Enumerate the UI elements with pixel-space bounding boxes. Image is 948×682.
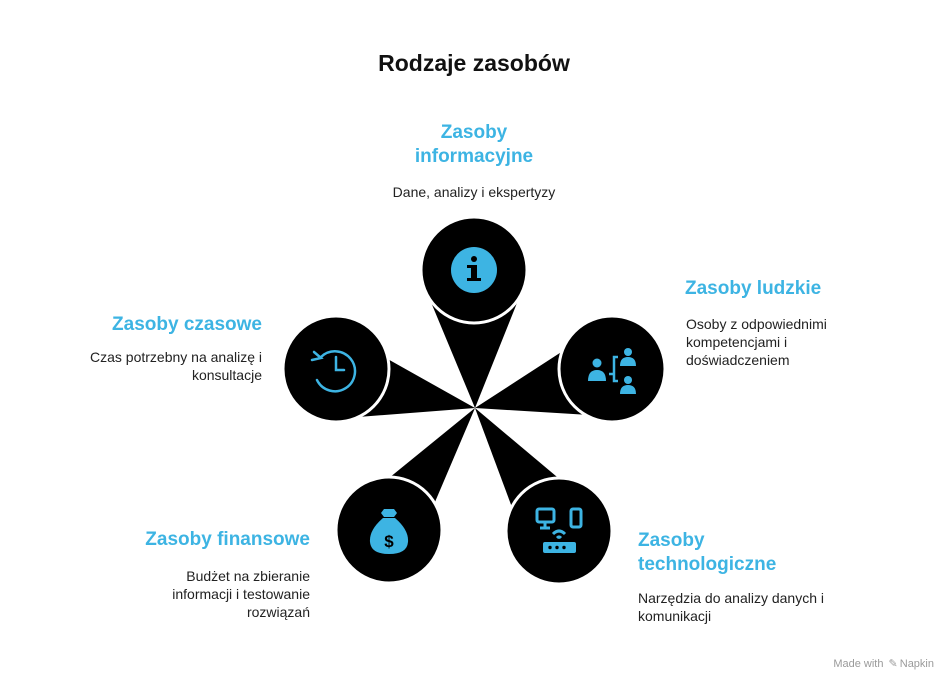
petal-informacyjne [419,215,529,408]
heading-line: Zasoby finansowe [145,529,310,550]
desc-line: rozwiązań [246,604,310,620]
diagram-title: Rodzaje zasobów [378,50,570,76]
svg-text:$: $ [384,532,394,551]
petal-ludzkie [475,314,667,424]
petal-technologiczne [475,408,614,586]
desc-line: doświadczeniem [686,352,790,368]
heading-line: Zasoby ludzkie [685,278,822,299]
desc-line: informacji i testowanie [172,586,310,602]
desc-line: kompetencjami i [686,334,788,350]
desc-line: Narzędzia do analizy danych i [638,590,824,606]
desc-finansowe: Budżet na zbieranie informacji i testowa… [60,567,310,621]
desc-line: Dane, analizy i ekspertyzy [392,184,556,200]
devices-router-icon [535,507,583,553]
petal-finansowe [334,408,475,585]
desc-line: komunikacji [638,608,712,624]
heading-line: Zasoby czasowe [112,314,262,335]
heading-line: technologiczne [638,554,777,575]
desc-czasowe: Czas potrzebny na analizę i konsultacje [12,348,262,384]
heading-line: Zasoby [638,530,705,551]
heading-finansowe: Zasoby finansowe [60,528,310,552]
desc-ludzkie: Osoby z odpowiednimi kompetencjami i doś… [686,315,926,369]
napkin-brand: Napkin [899,658,934,670]
desc-line: Czas potrzebny na analizę i [90,349,262,365]
heading-technologiczne: Zasoby technologiczne [638,529,898,577]
napkin-logo-icon: ✎ [888,658,898,670]
made-with-label: Made with [833,658,884,670]
people-network-icon [588,348,636,394]
made-with-napkin[interactable]: Made with ✎Napkin [833,657,934,670]
heading-ludzkie: Zasoby ludzkie [685,277,925,301]
desc-technologiczne: Narzędzia do analizy danych i komunikacj… [638,589,918,625]
desc-informacyjne: Dane, analizy i ekspertyzy [324,183,624,201]
heading-informacyjne: Zasoby informacyjne [374,121,574,169]
money-bag-icon: $ [369,509,409,554]
heading-czasowe: Zasoby czasowe [12,313,262,337]
desc-line: Osoby z odpowiednimi [686,316,827,332]
desc-line: Budżet na zbieranie [186,568,310,584]
info-icon [451,247,497,293]
heading-line: informacyjne [414,146,534,167]
heading-line: Zasoby [440,122,508,143]
desc-line: konsultacje [191,367,262,383]
clock-history-icon [310,350,357,393]
